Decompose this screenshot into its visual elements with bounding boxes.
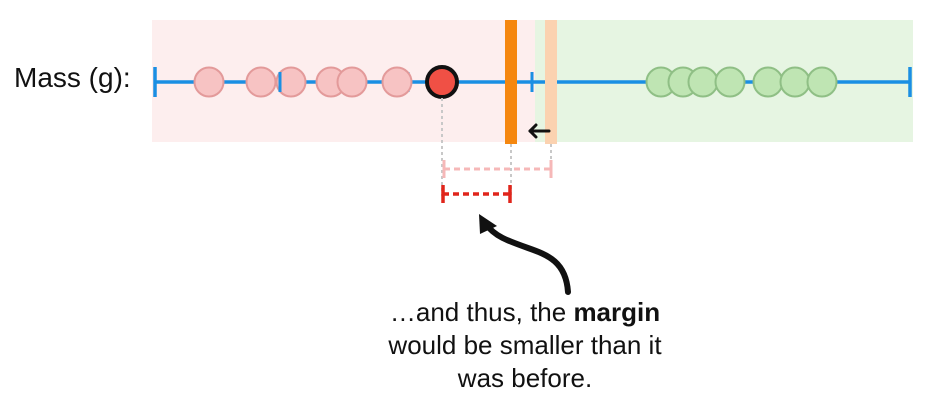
caption-text: …and thus, the	[389, 297, 574, 327]
left-class-points	[193, 66, 413, 98]
caption-line-2: would be smaller than it	[388, 330, 662, 360]
new-margin-indicator	[441, 185, 512, 203]
data-point	[714, 66, 746, 98]
previous-margin-indicator	[442, 160, 553, 178]
caption-line-3: was before.	[457, 363, 593, 393]
data-point	[779, 66, 811, 98]
curved-pointer-arrow-icon	[479, 214, 571, 295]
data-point	[275, 66, 307, 98]
caption: …and thus, the margin would be smaller t…	[330, 296, 720, 395]
data-point	[381, 66, 413, 98]
data-point	[687, 66, 719, 98]
shift-left-arrow-icon	[528, 123, 551, 139]
right-class-points	[645, 66, 838, 98]
data-point	[193, 66, 225, 98]
data-point	[245, 66, 277, 98]
data-point	[336, 66, 368, 98]
previous-threshold-bar	[545, 20, 557, 144]
caption-line-1: …and thus, the margin	[330, 296, 720, 329]
caption-emphasis: margin	[573, 297, 661, 327]
axis-label: Mass (g):	[14, 62, 131, 93]
data-point	[752, 66, 784, 98]
new-threshold-bar	[505, 20, 517, 144]
highlighted-data-point	[425, 65, 459, 99]
data-point	[806, 66, 838, 98]
